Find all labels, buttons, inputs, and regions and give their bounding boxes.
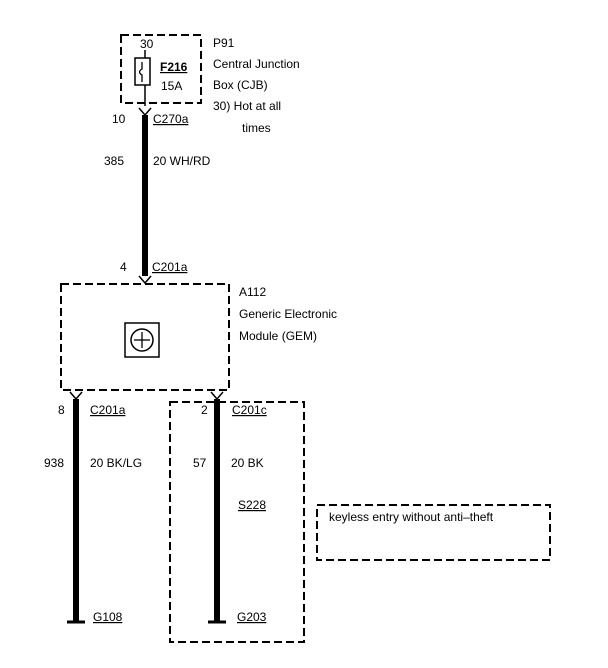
c201a-output-pin-label: 8	[58, 403, 65, 417]
option-box-outline	[169, 401, 305, 643]
gem-name-line2: Module (GEM)	[239, 329, 317, 343]
ground-g203-label: G203	[237, 610, 267, 624]
cjb-name-line1: Central Junction	[213, 57, 300, 71]
c201a-output-connector-label: C201a	[90, 403, 126, 417]
wire-938-circuit: 938	[44, 456, 64, 470]
gem-name-line1: Generic Electronic	[239, 307, 337, 321]
note-text: keyless entry without anti–theft	[329, 510, 494, 524]
c270a-pin-label: 10	[112, 112, 126, 126]
gem-module-outline	[60, 283, 230, 391]
fuse-box-outline	[120, 34, 202, 104]
splice-s228-label: S228	[238, 498, 266, 512]
c201a-input-connector-label: C201a	[152, 260, 188, 274]
wire-57-circuit: 57	[193, 456, 207, 470]
connector-c201a-input-icon	[138, 275, 152, 285]
c201c-pin-label: 2	[201, 403, 208, 417]
cjb-power-line1: 30) Hot at all	[213, 99, 281, 113]
cjb-power-line2: times	[242, 121, 271, 135]
ground-g108-label: G108	[93, 610, 123, 624]
wire-938-gauge-color: 20 BK/LG	[90, 456, 142, 470]
fuse-icon	[134, 57, 151, 86]
c201c-connector-label: C201c	[232, 403, 267, 417]
fuse-element-icon	[138, 62, 143, 82]
c270a-connector-label: C270a	[153, 112, 189, 126]
connector-c201a-output-icon	[69, 391, 83, 401]
wire-385-gauge-color: 20 WH/RD	[153, 154, 211, 168]
fuse-id-label: F216	[160, 60, 188, 74]
cjb-component-id: P91	[213, 36, 235, 50]
wire-57-gauge-color: 20 BK	[231, 456, 264, 470]
wire-385-circuit: 385	[104, 154, 124, 168]
c201a-input-pin-label: 4	[120, 260, 127, 274]
connector-c201c-icon	[210, 391, 224, 401]
module-logic-icon	[124, 322, 160, 358]
gem-component-id: A112	[239, 285, 266, 299]
cjb-name-line2: Box (CJB)	[213, 78, 268, 92]
connector-c270a-icon	[138, 107, 152, 117]
fuse-rating-label: 15A	[161, 79, 182, 93]
fuse-pin-label: 30	[140, 37, 154, 51]
